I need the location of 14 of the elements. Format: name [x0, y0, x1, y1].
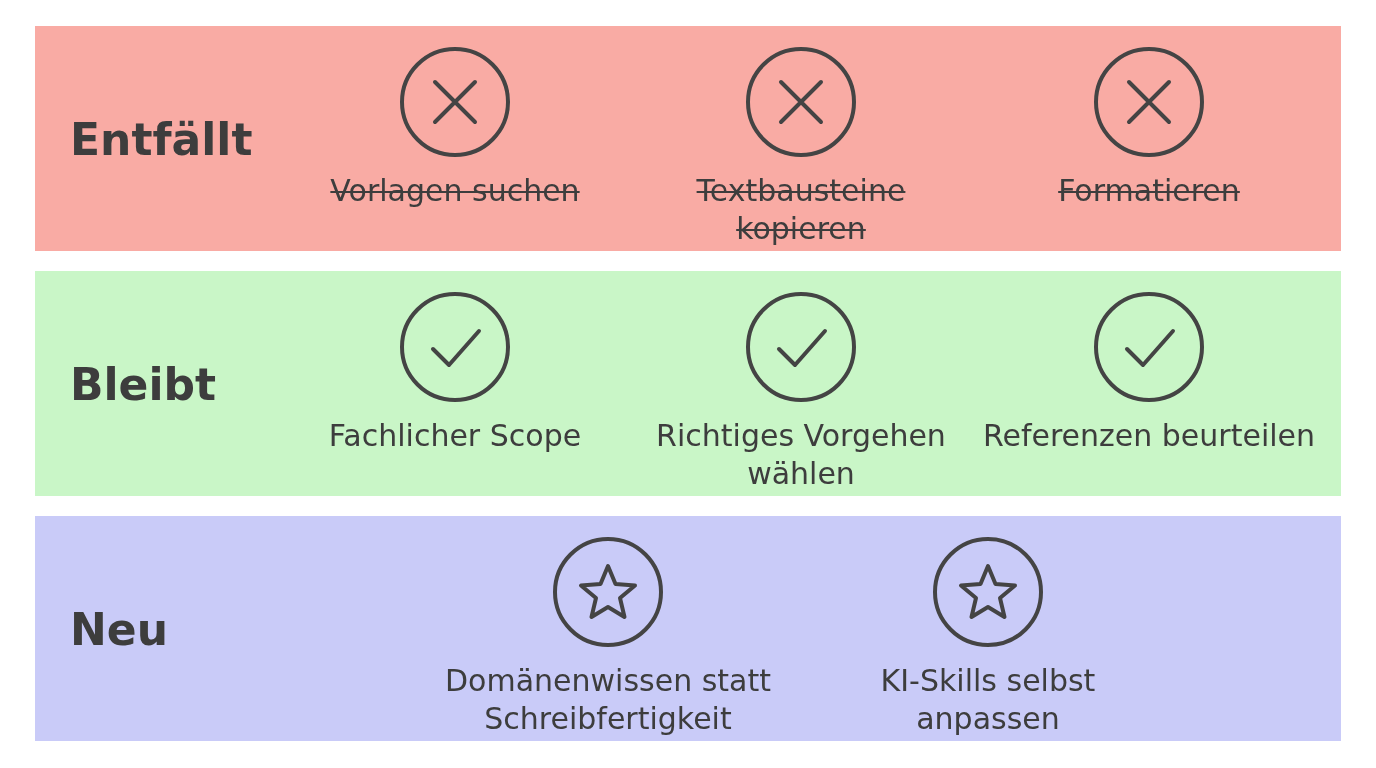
row-band	[35, 26, 1341, 251]
row-heading: Neu	[70, 603, 168, 654]
row-band	[35, 271, 1341, 496]
task-label: Referenzen beurteilen	[982, 417, 1316, 455]
task-label: Domänenwissen statt Schreibfertigkeit	[444, 662, 772, 738]
task-label: KI-Skills selbst anpassen	[879, 662, 1097, 738]
struck-task-label: Textbausteine kopieren	[695, 172, 907, 248]
task-label: Fachlicher Scope	[328, 417, 582, 455]
task-label: Richtiges Vorgehen wählen	[655, 417, 947, 493]
struck-task-label: Vorlagen suchen	[330, 172, 580, 210]
row-heading: Entfällt	[70, 113, 253, 164]
row-band	[35, 516, 1341, 741]
row-heading: Bleibt	[70, 358, 217, 409]
struck-task-label: Formatieren	[1058, 172, 1240, 210]
